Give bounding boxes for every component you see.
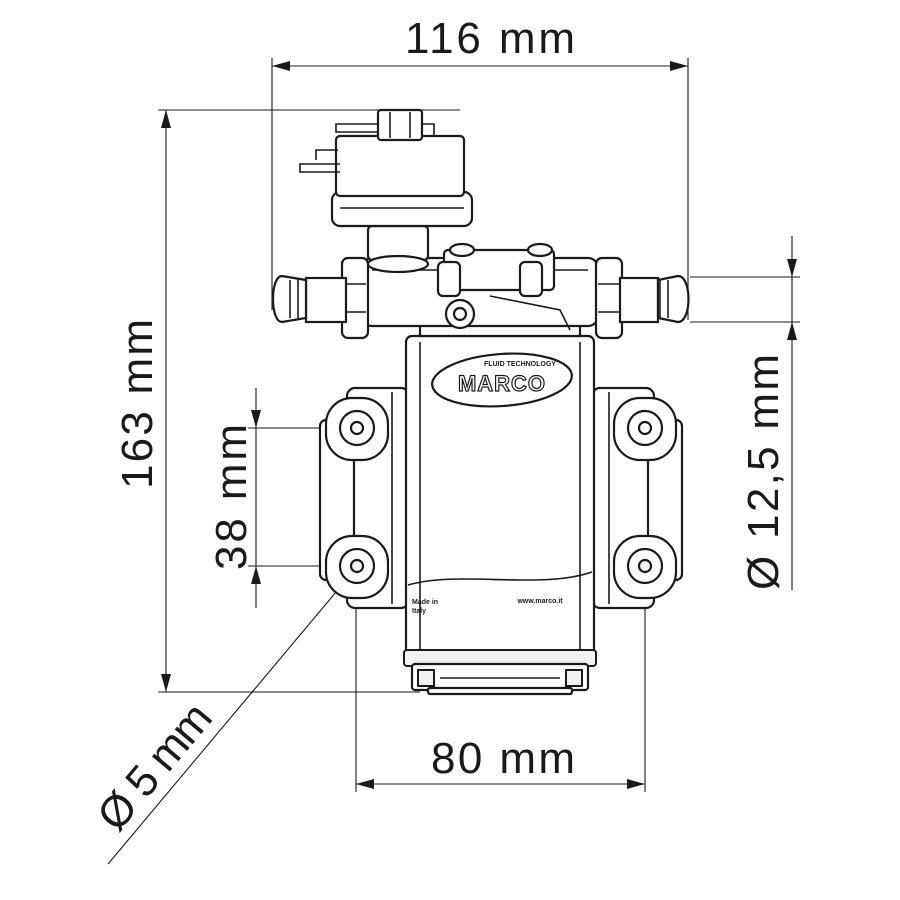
dim-width-overall: 116 mm: [271, 14, 689, 320]
pump-head: [360, 242, 600, 338]
pressure-switch: [299, 108, 474, 274]
dim-hole-diameter-label: Ø 5 mm: [88, 693, 222, 839]
dim-hole-diameter: Ø 5 mm: [88, 566, 358, 865]
outlet-port: [594, 256, 690, 340]
dim-mount-vertical: 38 mm: [207, 388, 360, 608]
dim-mount-vertical-label: 38 mm: [207, 424, 256, 570]
pump-drawing: FLUID TECHNOLOGY MARCO www.marco.it Made…: [272, 108, 690, 696]
dim-mount-horizontal-label: 80 mm: [431, 734, 575, 783]
website-text: www.marco.it: [516, 598, 563, 605]
dim-height-label: 163 mm: [113, 319, 162, 489]
brand-tagline: FLUID TECHNOLOGY: [484, 361, 556, 368]
dim-mount-horizontal: 80 mm: [355, 566, 646, 792]
brand-logo: FLUID TECHNOLOGY MARCO: [431, 352, 573, 408]
brand-name: MARCO: [458, 371, 546, 396]
dim-port-diameter-label: Ø 12,5 mm: [739, 354, 788, 590]
right-mount-bracket: [590, 386, 684, 610]
inlet-port: [272, 256, 370, 340]
motor-body: [403, 334, 597, 696]
dim-port-diameter: Ø 12,5 mm: [690, 236, 800, 590]
dim-width-label: 116 mm: [405, 14, 575, 63]
origin-line-1: Made in: [412, 599, 438, 606]
origin-line-2: Italy: [412, 608, 426, 615]
left-mount-bracket: [318, 386, 411, 610]
dim-height-overall: 163 mm: [113, 109, 460, 693]
